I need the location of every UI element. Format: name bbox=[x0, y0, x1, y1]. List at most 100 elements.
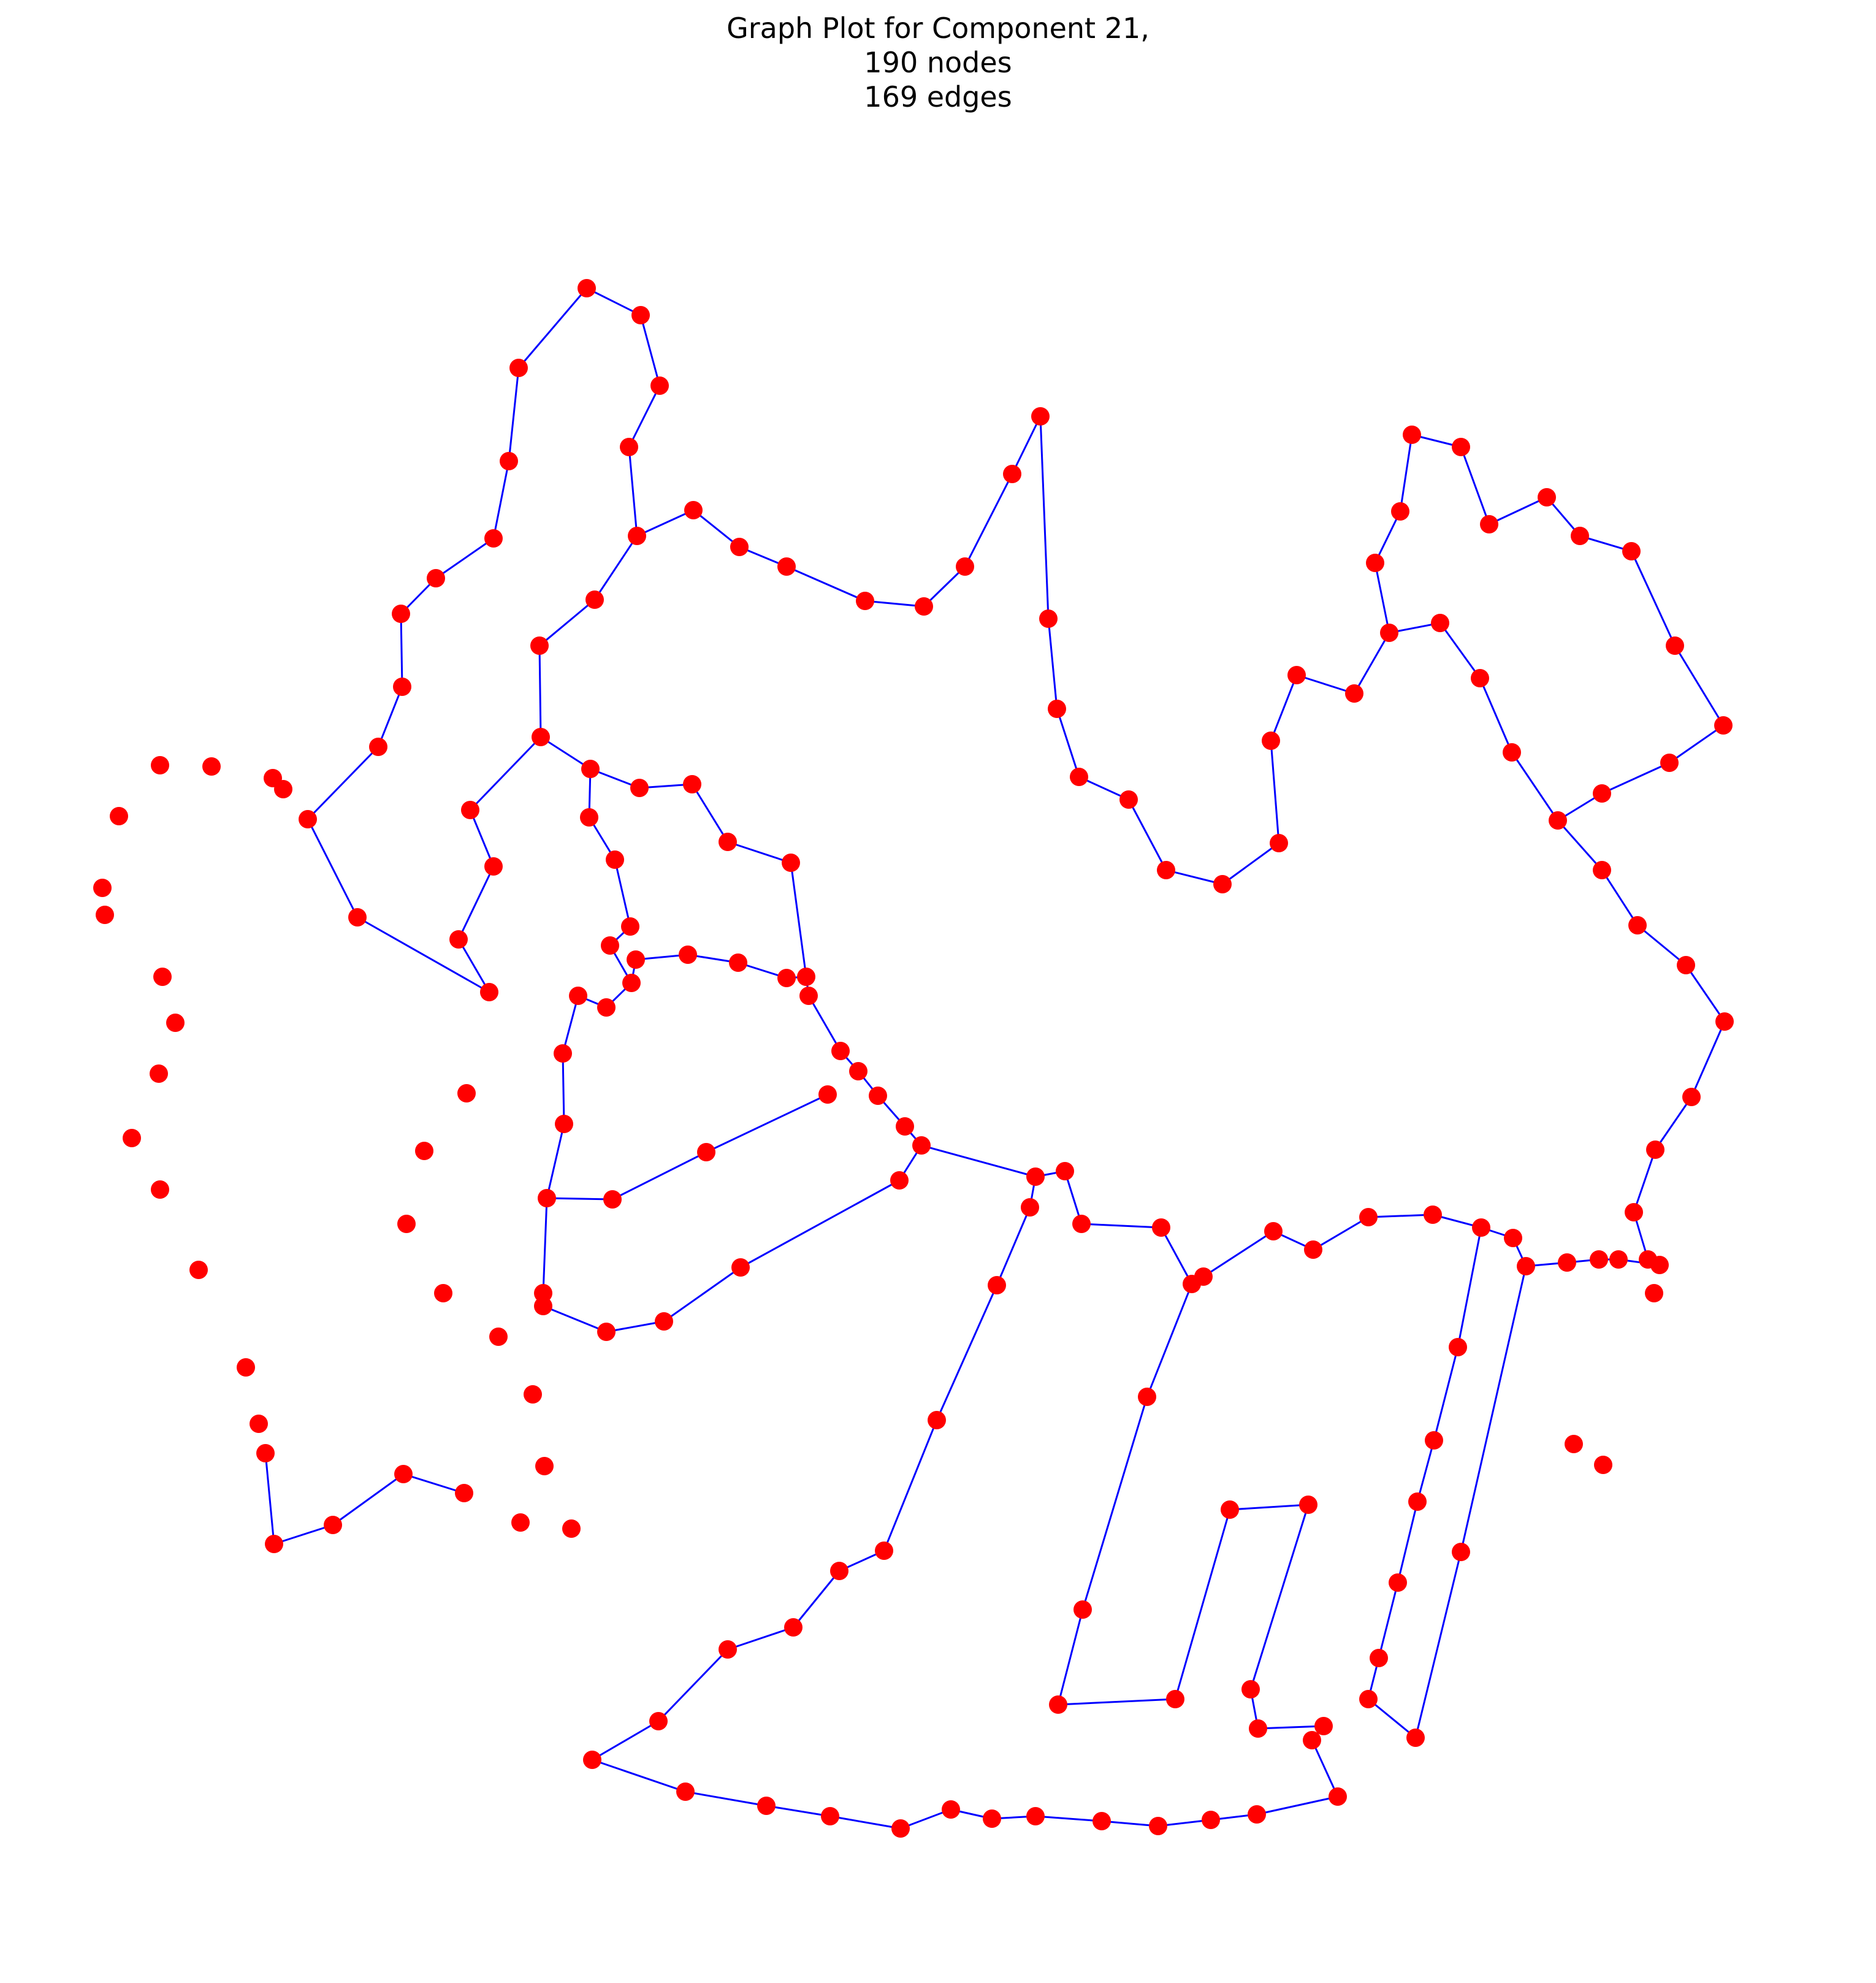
graph-node-83 bbox=[534, 1297, 552, 1315]
graph-node-65 bbox=[630, 779, 649, 797]
graph-node-141 bbox=[1299, 1496, 1317, 1514]
graph-node-68 bbox=[782, 854, 800, 872]
graph-node-14 bbox=[730, 538, 749, 556]
graph-edge-27 bbox=[1270, 740, 1280, 844]
graph-node-170 bbox=[123, 1129, 141, 1147]
graph-node-126 bbox=[757, 1797, 776, 1815]
graph-node-111 bbox=[1517, 1257, 1535, 1275]
graph-node-57 bbox=[1538, 488, 1556, 506]
graph-node-139 bbox=[1249, 1719, 1267, 1738]
graph-node-101 bbox=[1072, 1215, 1091, 1233]
graph-node-118 bbox=[928, 1411, 946, 1429]
graph-node-106 bbox=[1304, 1240, 1322, 1259]
graph-node-13 bbox=[684, 501, 703, 519]
graph-edge-60 bbox=[1630, 551, 1676, 646]
graph-node-70 bbox=[799, 987, 818, 1005]
graph-node-171 bbox=[151, 1180, 169, 1199]
graph-edge-70 bbox=[790, 862, 807, 977]
graph-node-38 bbox=[1677, 956, 1695, 974]
graph-node-131 bbox=[1026, 1807, 1045, 1825]
graph-edge-44 bbox=[357, 916, 490, 993]
graph-node-98 bbox=[896, 1117, 914, 1136]
graph-edge-0 bbox=[307, 746, 379, 820]
graph-edge-83 bbox=[542, 1198, 548, 1294]
title-line-2: 190 nodes bbox=[864, 46, 1012, 79]
graph-edge-10 bbox=[628, 385, 661, 448]
graph-edge-7 bbox=[517, 288, 588, 369]
graph-node-25 bbox=[1157, 861, 1175, 879]
graph-node-77 bbox=[597, 998, 616, 1017]
graph-edge-50 bbox=[539, 598, 595, 647]
graph-node-172 bbox=[189, 1261, 208, 1279]
graph-node-177 bbox=[397, 1215, 416, 1233]
graph-edge-86 bbox=[606, 1320, 665, 1333]
graph-node-137 bbox=[1303, 1731, 1321, 1749]
graph-edge-157 bbox=[1368, 1698, 1416, 1739]
graph-node-6 bbox=[500, 452, 518, 470]
graph-node-176 bbox=[415, 1142, 433, 1160]
graph-node-52 bbox=[1366, 554, 1384, 572]
graph-edge-142 bbox=[1257, 1725, 1324, 1730]
graph-edge-61 bbox=[1674, 645, 1725, 726]
graph-edge-140 bbox=[1311, 1740, 1339, 1797]
graph-node-36 bbox=[1593, 861, 1611, 879]
graph-node-34 bbox=[1503, 743, 1521, 762]
graph-edge-6 bbox=[508, 367, 520, 462]
graph-edge-163 bbox=[403, 1473, 465, 1494]
node-layer bbox=[93, 279, 1734, 1838]
graph-node-112 bbox=[1558, 1253, 1576, 1272]
graph-node-5 bbox=[484, 529, 503, 548]
graph-edge-128 bbox=[592, 1759, 686, 1793]
graph-edge-96 bbox=[612, 1151, 707, 1201]
graph-node-145 bbox=[1073, 1600, 1092, 1619]
graph-node-7 bbox=[509, 359, 528, 377]
graph-edge-33 bbox=[1479, 678, 1513, 753]
graph-node-54 bbox=[1403, 426, 1421, 444]
graph-edge-108 bbox=[1203, 1230, 1274, 1278]
graph-node-47 bbox=[484, 857, 503, 876]
graph-edge-48 bbox=[469, 736, 542, 811]
graph-node-165 bbox=[93, 879, 112, 897]
graph-node-108 bbox=[1424, 1205, 1442, 1224]
edge-layer bbox=[264, 287, 1726, 1830]
graph-node-93 bbox=[603, 1190, 622, 1209]
graph-node-28 bbox=[1262, 732, 1280, 750]
graph-edge-104 bbox=[1064, 1171, 1083, 1225]
graph-node-66 bbox=[683, 775, 701, 793]
graph-node-180 bbox=[524, 1385, 542, 1404]
graph-edge-4 bbox=[435, 537, 494, 579]
graph-edge-9 bbox=[639, 315, 661, 386]
graph-edge-8 bbox=[586, 287, 641, 316]
graph-edge-135 bbox=[1035, 1815, 1102, 1822]
graph-node-157 bbox=[324, 1516, 342, 1534]
graph-edge-154 bbox=[1397, 1501, 1419, 1583]
graph-node-2 bbox=[393, 678, 411, 696]
graph-node-50 bbox=[530, 636, 549, 655]
graph-edge-81 bbox=[562, 1053, 565, 1125]
graph-node-73 bbox=[606, 850, 624, 869]
graph-node-121 bbox=[784, 1618, 803, 1637]
graph-node-84 bbox=[597, 1323, 616, 1341]
graph-node-1 bbox=[369, 738, 387, 756]
graph-node-129 bbox=[942, 1800, 960, 1819]
graph-edge-125 bbox=[727, 1626, 794, 1651]
graph-node-82 bbox=[534, 1284, 552, 1302]
graph-node-173 bbox=[237, 1358, 255, 1377]
graph-edge-111 bbox=[1368, 1213, 1433, 1218]
graph-node-41 bbox=[1646, 1141, 1664, 1159]
graph-edge-120 bbox=[996, 1207, 1031, 1286]
graph-node-80 bbox=[555, 1115, 573, 1133]
graph-edge-129 bbox=[685, 1790, 767, 1807]
graph-node-17 bbox=[915, 597, 933, 616]
graph-edge-80 bbox=[562, 995, 579, 1054]
graph-node-105 bbox=[1264, 1222, 1283, 1240]
graph-node-35 bbox=[1549, 811, 1567, 830]
graph-node-100 bbox=[1056, 1162, 1074, 1180]
graph-node-76 bbox=[622, 974, 641, 992]
graph-node-125 bbox=[676, 1782, 695, 1801]
graph-edge-87 bbox=[663, 1266, 741, 1323]
graph-node-156 bbox=[265, 1535, 283, 1553]
graph-node-89 bbox=[627, 950, 645, 969]
graph-node-29 bbox=[1287, 666, 1306, 684]
graph-node-95 bbox=[818, 1085, 837, 1104]
